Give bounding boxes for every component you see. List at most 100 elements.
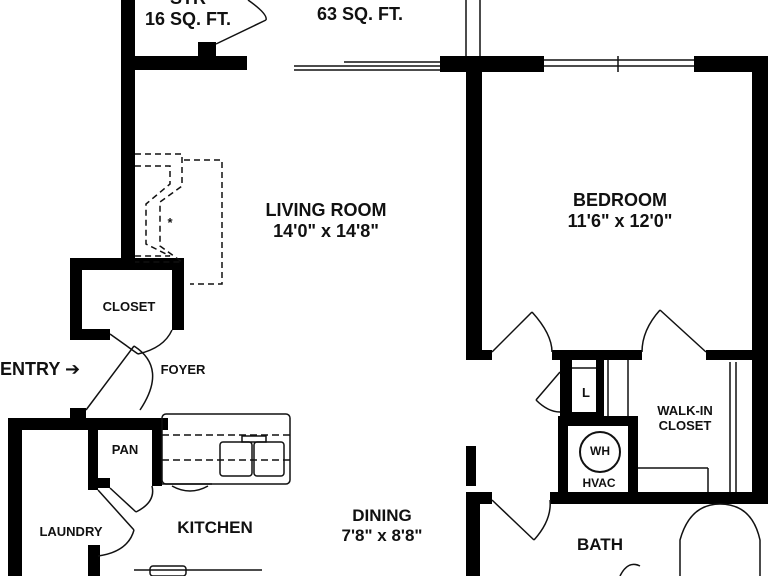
entry-arrow-icon: ➔ xyxy=(65,359,81,379)
bedroom-dims: 11'6" x 12'0" xyxy=(567,210,673,231)
dining-name: DINING xyxy=(352,506,412,525)
door-entry-arc xyxy=(133,345,154,411)
fireplace-symbol: * xyxy=(160,215,180,231)
sink-basin-right xyxy=(253,441,285,477)
door-laundry-leaf xyxy=(97,489,135,531)
fireplace-outline xyxy=(135,153,185,263)
wall-bedroom-right xyxy=(752,56,768,496)
living-room-label: LIVING ROOM 14'0" x 14'8" xyxy=(236,200,416,241)
hvac-name: HVAC xyxy=(582,476,616,490)
wall-storage-left xyxy=(121,0,135,70)
fireplace-star-icon: * xyxy=(167,215,173,230)
door-wic-leaf xyxy=(659,309,707,353)
wall-bedroom-bottom-b xyxy=(552,350,642,360)
toilet-curve xyxy=(619,563,641,576)
door-pantry-arc xyxy=(135,485,154,513)
storage-size: 16 SQ. FT. xyxy=(144,8,232,29)
wall-laundry-divider xyxy=(88,545,100,576)
hvac-label: HVAC xyxy=(570,476,628,491)
bath-label: BATH xyxy=(560,535,640,555)
linen-label: L xyxy=(576,385,596,401)
door-pantry-leaf xyxy=(109,487,137,513)
wall-bath-left xyxy=(466,492,480,576)
dining-dims: 7'8" x 8'8" xyxy=(341,525,423,545)
wall-dining-right-stub xyxy=(466,446,476,486)
pantry-label: PAN xyxy=(100,442,150,458)
bedroom-name: BEDROOM xyxy=(573,190,667,210)
wall-bath-top-right xyxy=(550,492,768,504)
range-burner xyxy=(149,565,187,576)
kitchen-name: KITCHEN xyxy=(177,518,253,537)
door-entry-leaf xyxy=(85,345,135,411)
door-storage-leaf xyxy=(215,19,267,45)
fireplace-hearth xyxy=(184,159,223,285)
kitchen-counter xyxy=(161,413,291,485)
laundry-label: LAUNDRY xyxy=(24,524,118,540)
wall-wh-box-top xyxy=(558,416,636,426)
storage-label: STR 16 SQ. FT. xyxy=(138,0,238,29)
walk-in-closet-line1: WALK-IN xyxy=(657,403,713,418)
wall-linen-left xyxy=(560,355,572,415)
wall-storage-stub xyxy=(198,42,216,58)
door-bath-leaf xyxy=(491,499,535,541)
sink-basin-left xyxy=(219,441,253,477)
wall-bedroom-bottom-c xyxy=(706,350,768,360)
foyer-label: FOYER xyxy=(150,362,216,378)
door-bedroom-leaf xyxy=(491,311,533,353)
wall-entry-stub xyxy=(70,408,86,422)
balcony-size: 63 SQ. FT. xyxy=(316,4,404,24)
walls xyxy=(8,0,768,576)
linen-name: L xyxy=(582,385,590,400)
wall-pantry-bottom xyxy=(88,478,110,488)
wall-pantry-right xyxy=(152,418,162,486)
living-room-dims: 14'0" x 14'8" xyxy=(273,220,379,241)
foyer-name: FOYER xyxy=(160,362,206,377)
door-bedroom-arc xyxy=(531,311,553,353)
dining-label: DINING 7'8" x 8'8" xyxy=(320,506,444,545)
door-laundry-arc xyxy=(97,529,135,557)
wall-top-right xyxy=(694,56,768,72)
wall-laundry-left xyxy=(8,418,22,576)
dishwasher-arc xyxy=(171,485,209,492)
water-heater-label: WH xyxy=(580,444,620,459)
thin-lines xyxy=(134,0,761,576)
wall-wh-right xyxy=(596,358,604,418)
wall-wh-box-left xyxy=(558,416,568,496)
wall-closet-right xyxy=(172,258,184,330)
door-linen-leaf xyxy=(535,371,561,401)
wall-balcony-right xyxy=(440,56,544,72)
door-linen-arc xyxy=(535,399,561,413)
walk-in-closet-label: WALK-IN CLOSET xyxy=(640,403,730,434)
bath-name: BATH xyxy=(577,535,623,554)
door-wic-arc xyxy=(641,309,661,353)
kitchen-label: KITCHEN xyxy=(160,518,270,538)
entry-label: ENTRY ➔ xyxy=(0,359,100,380)
wall-closet-bottom xyxy=(70,329,110,340)
wall-bedroom-left xyxy=(466,56,482,358)
balcony-size-label: 63 SQ. FT. xyxy=(300,4,420,25)
entry-name: ENTRY xyxy=(0,359,61,379)
water-heater-circle xyxy=(579,431,621,473)
laundry-name: LAUNDRY xyxy=(39,524,103,539)
closet-name: CLOSET xyxy=(102,299,156,314)
wall-living-left xyxy=(121,56,135,262)
door-storage-arc xyxy=(247,0,267,21)
storage-name: STR xyxy=(138,0,238,9)
walk-in-closet-line2: CLOSET xyxy=(658,417,712,433)
door-bath-arc xyxy=(533,499,551,541)
pantry-name: PAN xyxy=(111,442,139,457)
wall-wh-box-right xyxy=(628,416,638,496)
doors xyxy=(85,0,707,557)
living-room-name: LIVING ROOM xyxy=(265,200,387,220)
fireplace-inner xyxy=(135,165,171,257)
wall-closet-left xyxy=(70,258,82,340)
closet-label: CLOSET xyxy=(86,299,172,315)
sink-faucet xyxy=(241,435,267,443)
wall-pantry-left xyxy=(88,418,98,490)
water-heater-name: WH xyxy=(590,444,610,458)
bedroom-label: BEDROOM 11'6" x 12'0" xyxy=(540,190,700,231)
wall-bedroom-bottom-a xyxy=(466,350,492,360)
wall-storage-bottom xyxy=(121,56,247,70)
